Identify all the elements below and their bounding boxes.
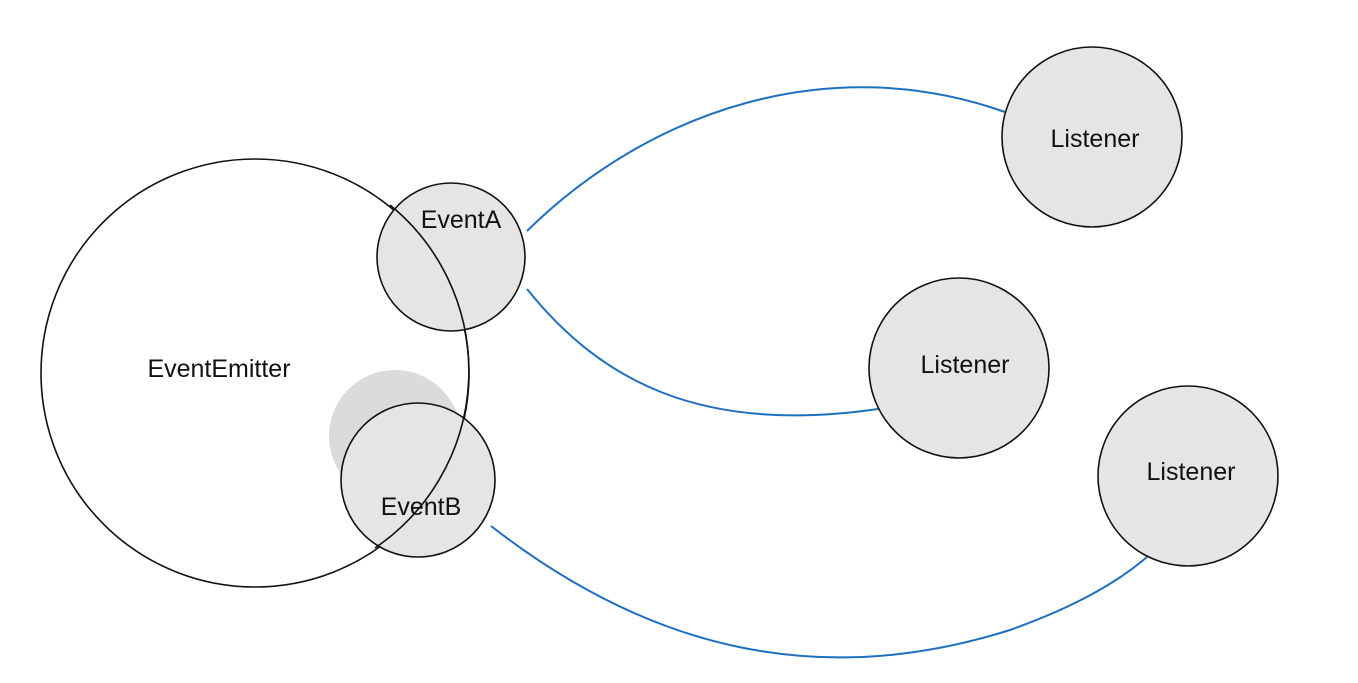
emitter-overlap-arc [374, 204, 470, 549]
listener-3-label: Listener [1147, 458, 1236, 486]
emitter-label: EventEmitter [147, 355, 290, 383]
listener-1-label: Listener [1051, 125, 1140, 153]
listener-2-circle [868, 277, 1050, 459]
connector-eventa-listener-1 [526, 86, 1006, 232]
eventa-circle [376, 182, 526, 332]
eventb-circle [340, 402, 496, 558]
listener-3-circle [1097, 385, 1279, 567]
eventa-label: EventA [421, 206, 502, 234]
connector-eventa-listener-2 [526, 288, 879, 417]
listener-1-circle [1001, 46, 1183, 228]
listener-2-label: Listener [921, 351, 1010, 379]
connector-eventb-listener-3 [490, 525, 1148, 659]
